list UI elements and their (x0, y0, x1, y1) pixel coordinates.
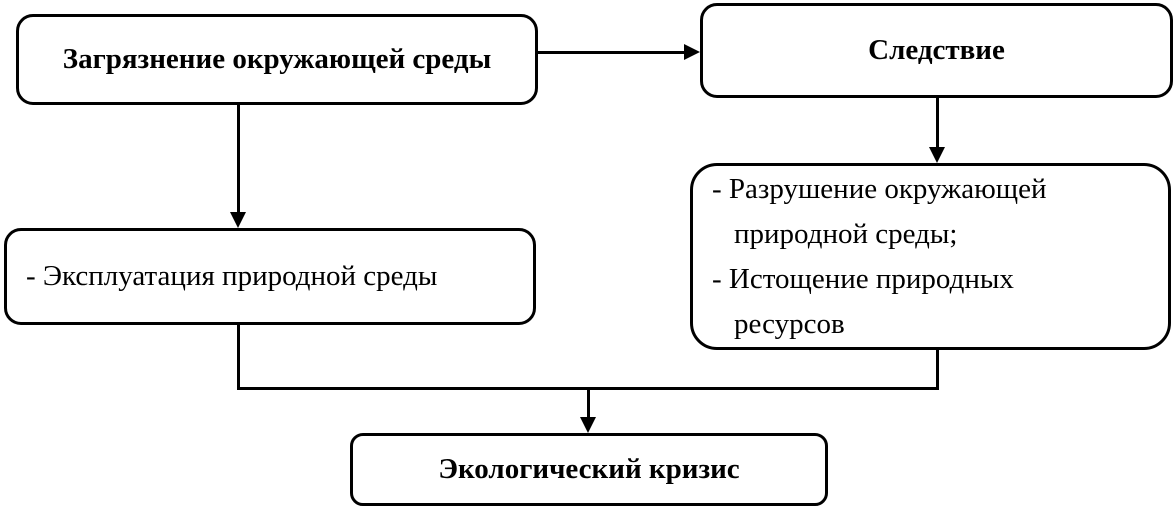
node-exploitation-of-nature-label: - Эксплуатация природной среды (26, 260, 438, 293)
effects-line-4: ресурсов (734, 307, 845, 340)
arrowhead-down-icon (929, 147, 945, 163)
arrow-merge-to-crisis (587, 390, 590, 418)
effects-line-3: - Истощение природных (712, 262, 1014, 295)
effects-line-2: природной среды; (734, 217, 958, 250)
node-environmental-pollution-label: Загрязнение окружающей среды (62, 43, 492, 76)
arrow-consequence-to-effects (936, 98, 939, 148)
node-ecological-crisis: Экологический кризис (350, 433, 828, 506)
node-destruction-and-depletion: - Разрушение окружающей природной среды;… (690, 163, 1171, 350)
arrowhead-down-icon (230, 212, 246, 228)
node-consequence-label: Следствие (868, 34, 1005, 67)
node-consequence: Следствие (700, 3, 1173, 98)
connector-merge-horizontal (237, 387, 939, 390)
arrow-pollution-to-consequence (538, 51, 685, 54)
effects-line-1: - Разрушение окружающей (712, 172, 1047, 205)
connector-merge-right (936, 349, 939, 390)
arrowhead-down-icon (580, 417, 596, 433)
node-exploitation-of-nature: - Эксплуатация природной среды (4, 228, 536, 325)
node-ecological-crisis-label: Экологический кризис (438, 453, 740, 486)
node-environmental-pollution: Загрязнение окружающей среды (16, 14, 538, 105)
arrowhead-right-icon (684, 44, 700, 60)
arrow-pollution-to-exploitation (237, 105, 240, 213)
connector-merge-left (237, 324, 240, 390)
